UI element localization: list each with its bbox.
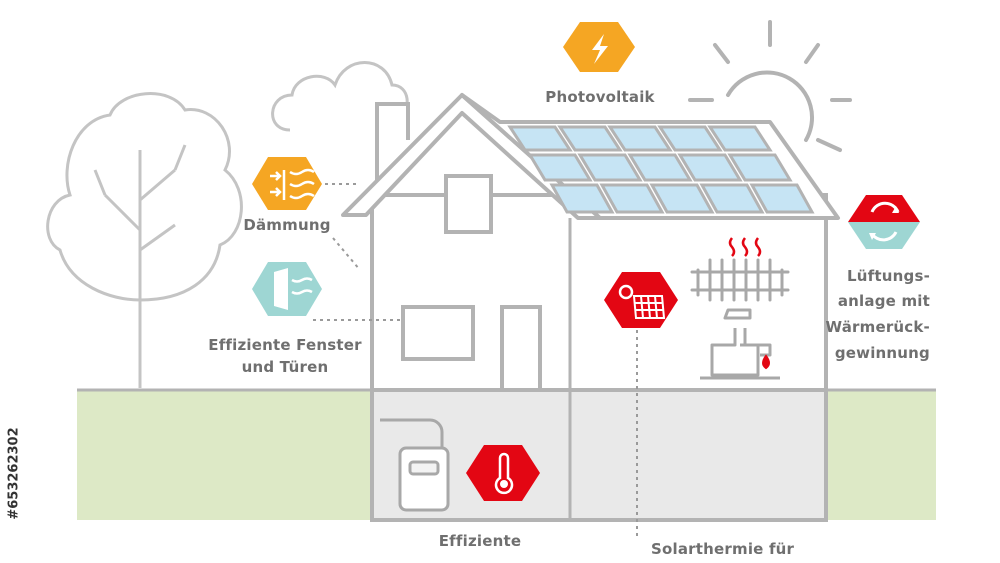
radiator [690,258,790,302]
heizung-label: Effiziente [438,532,522,550]
thermometer-icon [466,445,540,501]
ground-window [401,305,475,361]
pv-panels [507,125,815,214]
stock-id-text: #653262302 [6,427,22,520]
attic-window [444,174,493,234]
lueftung-label-line1: Lüftungs- [847,267,930,285]
boiler [380,418,450,512]
lueftung-label-line4: gewinnung [834,344,930,362]
fenster-label-line1: Effiziente Fenster [208,336,362,354]
faucet [700,308,780,380]
daemmung-label: Dämmung [243,216,331,234]
ground-right [826,390,936,520]
recycle-ventilation-icon [848,195,920,249]
ground-left [77,390,372,520]
stock-id-watermark: #653262302 [4,388,24,563]
heat-waves [728,237,762,257]
door [500,305,542,390]
window-door-icon [252,262,322,316]
cloud [271,61,409,132]
fenster-label-line2: und Türen [241,358,329,376]
solarthermie-label: Solarthermie für [651,540,795,558]
insulation-arrows-icon [252,157,322,210]
solar-thermal-panel-icon [604,272,678,328]
lightning-bolt-icon [563,22,635,72]
leader-lines [313,183,638,540]
lueftung-label-line3: Wärmerück- [825,318,930,336]
water-drop [762,354,770,370]
lueftung-label-line2: anlage mit [837,292,930,310]
photovoltaik-label: Photovoltaik [545,88,655,106]
tree [46,92,243,388]
sun [688,20,852,152]
chimney [375,102,410,180]
